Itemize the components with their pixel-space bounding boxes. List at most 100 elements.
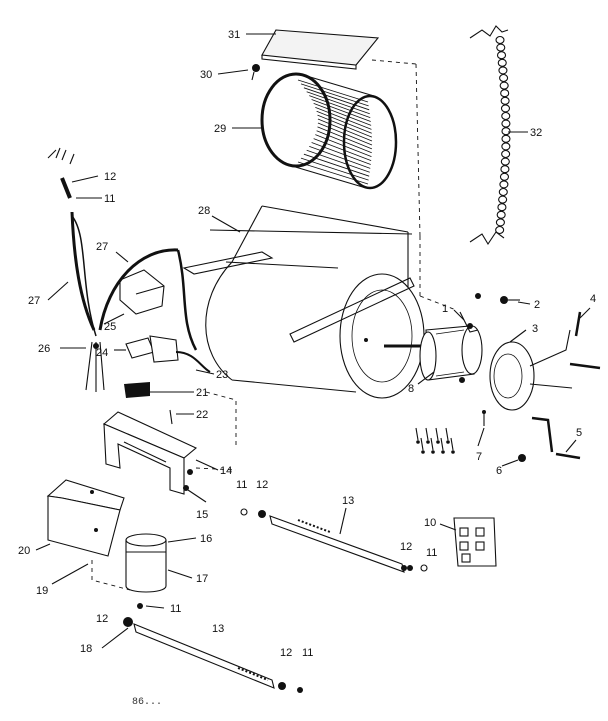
motor-hardware-pin (420, 437, 424, 451)
part-2-screw (475, 293, 520, 304)
part-24-switch (125, 335, 179, 363)
harness-bead (498, 195, 508, 204)
wheel-blade (317, 118, 373, 142)
callout-32: 32 (530, 127, 542, 139)
callout-26: 26 (38, 343, 50, 355)
leader-lines (35, 33, 591, 649)
callout-11-d: 11 (170, 603, 181, 615)
motor-hardware-pin (415, 427, 419, 441)
callout-19: 19 (36, 585, 48, 597)
wheel-blade (309, 95, 371, 118)
callout-11-b: 11 (236, 479, 247, 491)
wheel-blades (297, 79, 373, 185)
wheel-blade (297, 161, 369, 185)
harness-bead (496, 43, 506, 52)
callout-12-b: 12 (256, 479, 268, 491)
callout-12-e: 12 (280, 647, 292, 659)
part-31-plate (261, 29, 380, 70)
callout-16: 16 (200, 533, 212, 545)
wheel-blade (317, 114, 373, 138)
wheel-blade (316, 110, 372, 134)
callout-12-a: 12 (104, 171, 116, 183)
harness-bead (498, 187, 508, 197)
wheel-blade (311, 99, 371, 122)
part-25-switch-box (119, 269, 165, 315)
harness-bead (500, 104, 511, 113)
wheel-blade (297, 79, 369, 103)
callout-27-b: 27 (28, 295, 40, 307)
wheel-blade (317, 122, 373, 146)
harness-bead (500, 157, 510, 166)
callout-12-c: 12 (400, 541, 412, 553)
part-20-cover (46, 479, 125, 557)
harness-bead (498, 66, 508, 75)
motor-hardware-nut (436, 440, 440, 444)
callout-1: 1 (442, 303, 448, 315)
motor-hardware-nut (431, 450, 435, 454)
harness-bead (495, 225, 505, 235)
wheel-blade (306, 91, 370, 115)
motor-hardware-nut (426, 440, 430, 444)
motor-hardware-set (415, 427, 455, 454)
harness-bead (501, 142, 511, 151)
wheel-blade (316, 130, 372, 154)
part-6-nut (518, 454, 526, 462)
harness-bead (499, 81, 509, 90)
callout-20: 20 (18, 545, 30, 557)
harness-bead (496, 51, 507, 60)
part-8-motor (384, 323, 483, 383)
part-14-bracket (102, 411, 198, 495)
callout-14: 14 (220, 465, 232, 477)
motor-hardware-nut (451, 450, 455, 454)
part-16-capacitor (125, 533, 167, 593)
harness-bead (501, 134, 511, 143)
callout-8: 8 (408, 383, 414, 395)
part-13-tube-lower (133, 623, 275, 689)
wire-ends-top (47, 147, 75, 199)
callout-27-a: 27 (96, 241, 108, 253)
motor-hardware-nut (421, 450, 425, 454)
motor-hardware-pin (435, 427, 439, 441)
part-26-cord-bundle (85, 341, 105, 392)
part-13-tube-upper (269, 515, 407, 573)
part-4-motor-arm (569, 311, 601, 370)
harness-bead (495, 35, 505, 45)
wheel-blade (300, 157, 369, 181)
callout-11-c: 11 (426, 547, 437, 559)
part-15-screw (183, 469, 193, 491)
harness-bead (496, 210, 506, 219)
part-27-cord (70, 211, 198, 351)
callout-12-d: 12 (96, 613, 108, 625)
harness-beads (495, 35, 511, 235)
callout-13-a: 13 (342, 495, 354, 507)
callout-18: 18 (80, 643, 92, 655)
harness-bead (497, 58, 507, 67)
callout-13-b: 13 (212, 623, 224, 635)
harness-bead (499, 172, 510, 181)
motor-hardware-pin (430, 437, 434, 451)
part-29-blower-wheel (260, 72, 398, 190)
callout-25: 25 (104, 321, 116, 333)
motor-hardware-pin (445, 427, 449, 441)
callout-2: 2 (534, 299, 540, 311)
motor-hardware-nut (446, 440, 450, 444)
harness-bead (500, 96, 510, 105)
callout-10: 10 (424, 517, 436, 529)
part-3-mount-ring (489, 329, 573, 411)
guide-lines (91, 295, 457, 591)
harness-bead (501, 111, 511, 121)
part-21-plug (124, 382, 150, 398)
wheel-blade (313, 138, 372, 161)
callout-21: 21 (196, 387, 208, 399)
callout-29: 29 (214, 123, 226, 135)
callout-31: 31 (228, 29, 240, 41)
callout-labels: 31 30 29 32 12 11 28 27 27 25 26 24 23 2… (18, 29, 596, 708)
wheel-blade (317, 126, 373, 150)
wheel-blade (315, 106, 372, 130)
callout-5: 5 (576, 427, 582, 439)
harness-bead (501, 149, 511, 159)
callout-3: 3 (532, 323, 538, 335)
harness-bead (501, 119, 511, 128)
